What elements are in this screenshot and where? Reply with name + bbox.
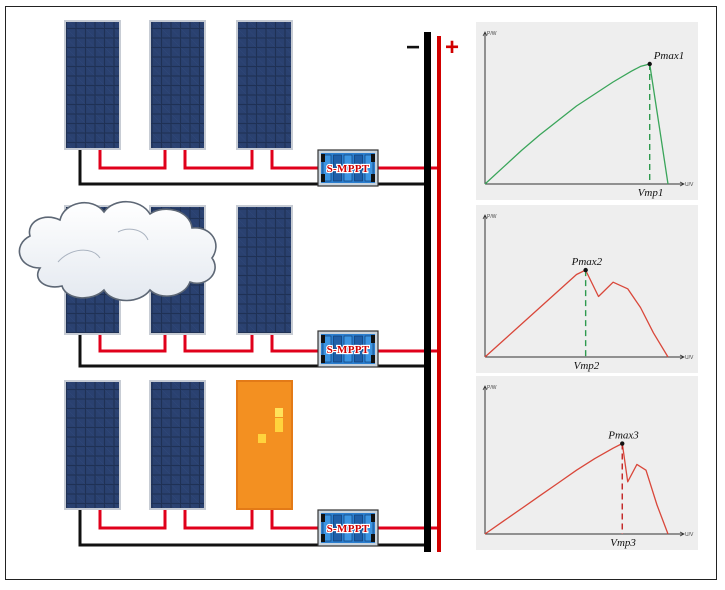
string-wiring <box>78 150 440 547</box>
string3-panels <box>64 380 293 510</box>
x-axis-arrow <box>679 181 685 187</box>
y-axis-arrow <box>482 214 488 220</box>
string1-black-wire <box>78 150 322 186</box>
negative-bus-bar <box>424 32 431 552</box>
pmax-point <box>583 267 588 273</box>
y-axis-label: P/W <box>487 214 497 220</box>
x-axis-label: U/V <box>685 532 694 538</box>
plot-background <box>476 22 698 200</box>
solar-panel <box>149 380 206 510</box>
string2-red-link-b <box>183 335 254 353</box>
pmax-point <box>647 61 652 67</box>
mppt-label: S-MPPT <box>327 163 370 175</box>
solar-panel <box>64 20 121 150</box>
solar-panel <box>236 20 293 150</box>
faulty-solar-panel <box>236 380 293 510</box>
string1-red-out <box>270 150 322 170</box>
pv-curve-plots: P/WU/VPmax1Vmp1P/WU/VPmax2Vmp2P/WU/VPmax… <box>476 22 698 550</box>
mppt-converter: S-MPPT <box>317 509 379 547</box>
solar-panel <box>236 205 293 335</box>
string2-red-out <box>270 335 322 353</box>
minus-sign-label: − <box>406 34 420 61</box>
y-axis-label: P/W <box>487 385 497 391</box>
plus-sign-label: + <box>445 34 459 61</box>
string1-red-link-b <box>183 150 254 170</box>
mppt-converter: S-MPPT <box>317 149 379 187</box>
vmp-label: Vmp3 <box>610 537 636 549</box>
vmp-label: Vmp1 <box>638 187 664 199</box>
solar-panel <box>64 380 121 510</box>
pmax-label: Pmax2 <box>571 256 603 268</box>
pv-curve <box>484 442 669 535</box>
hot-spot <box>258 434 266 443</box>
pmax-label: Pmax1 <box>653 50 685 62</box>
mppt-label: S-MPPT <box>327 523 370 535</box>
mppt-label: S-MPPT <box>327 344 370 356</box>
x-axis-arrow <box>679 354 685 360</box>
x-axis-arrow <box>679 531 685 537</box>
string1-panels <box>64 20 293 150</box>
string3-red-out <box>270 510 322 530</box>
pmax-point <box>620 441 625 446</box>
positive-bus-bar <box>437 36 441 552</box>
cloud-icon <box>18 200 217 302</box>
hot-spot <box>275 418 283 432</box>
string2-black-wire <box>78 335 322 368</box>
pmax-label: Pmax3 <box>607 430 639 442</box>
solar-panel <box>149 20 206 150</box>
plot-background <box>476 205 698 373</box>
y-axis-arrow <box>482 31 488 37</box>
string1-red-link-a <box>98 150 167 170</box>
string3-red-link-a <box>98 510 167 530</box>
string3-black-wire <box>78 510 322 547</box>
y-axis-arrow <box>482 385 488 391</box>
y-axis-label: P/W <box>487 31 497 37</box>
string3-red-link-b <box>183 510 254 530</box>
hot-spot <box>275 408 283 417</box>
string2-red-link-a <box>98 335 167 353</box>
mppt-converter: S-MPPT <box>317 330 379 368</box>
mppt-converters: S-MPPT S-MPPT S-MPPT <box>317 149 379 547</box>
dc-bus: − + <box>406 32 459 552</box>
x-axis-label: U/V <box>685 355 694 361</box>
vmp-label: Vmp2 <box>574 360 600 372</box>
x-axis-label: U/V <box>685 182 694 188</box>
